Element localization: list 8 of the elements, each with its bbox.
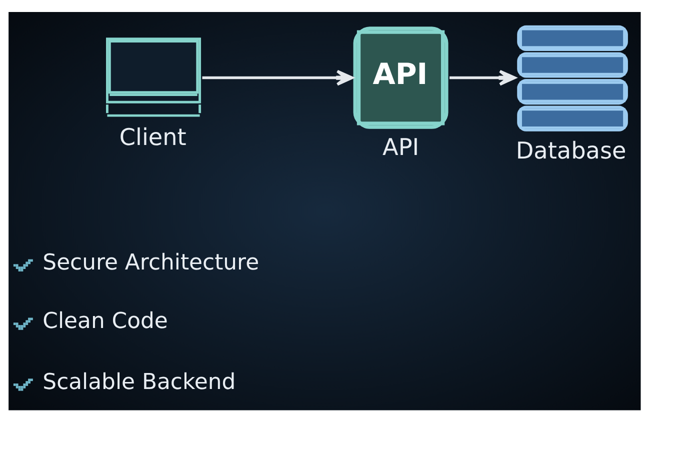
label: Scalable Backend <box>42 370 236 395</box>
node-label: API <box>382 134 420 161</box>
node-label: Client <box>119 125 186 152</box>
label: Secure Architecture <box>42 250 260 276</box>
label: Clean Code <box>42 308 168 334</box>
arrow <box>450 70 516 86</box>
node-label: Database <box>516 138 626 164</box>
arrow <box>202 70 354 86</box>
